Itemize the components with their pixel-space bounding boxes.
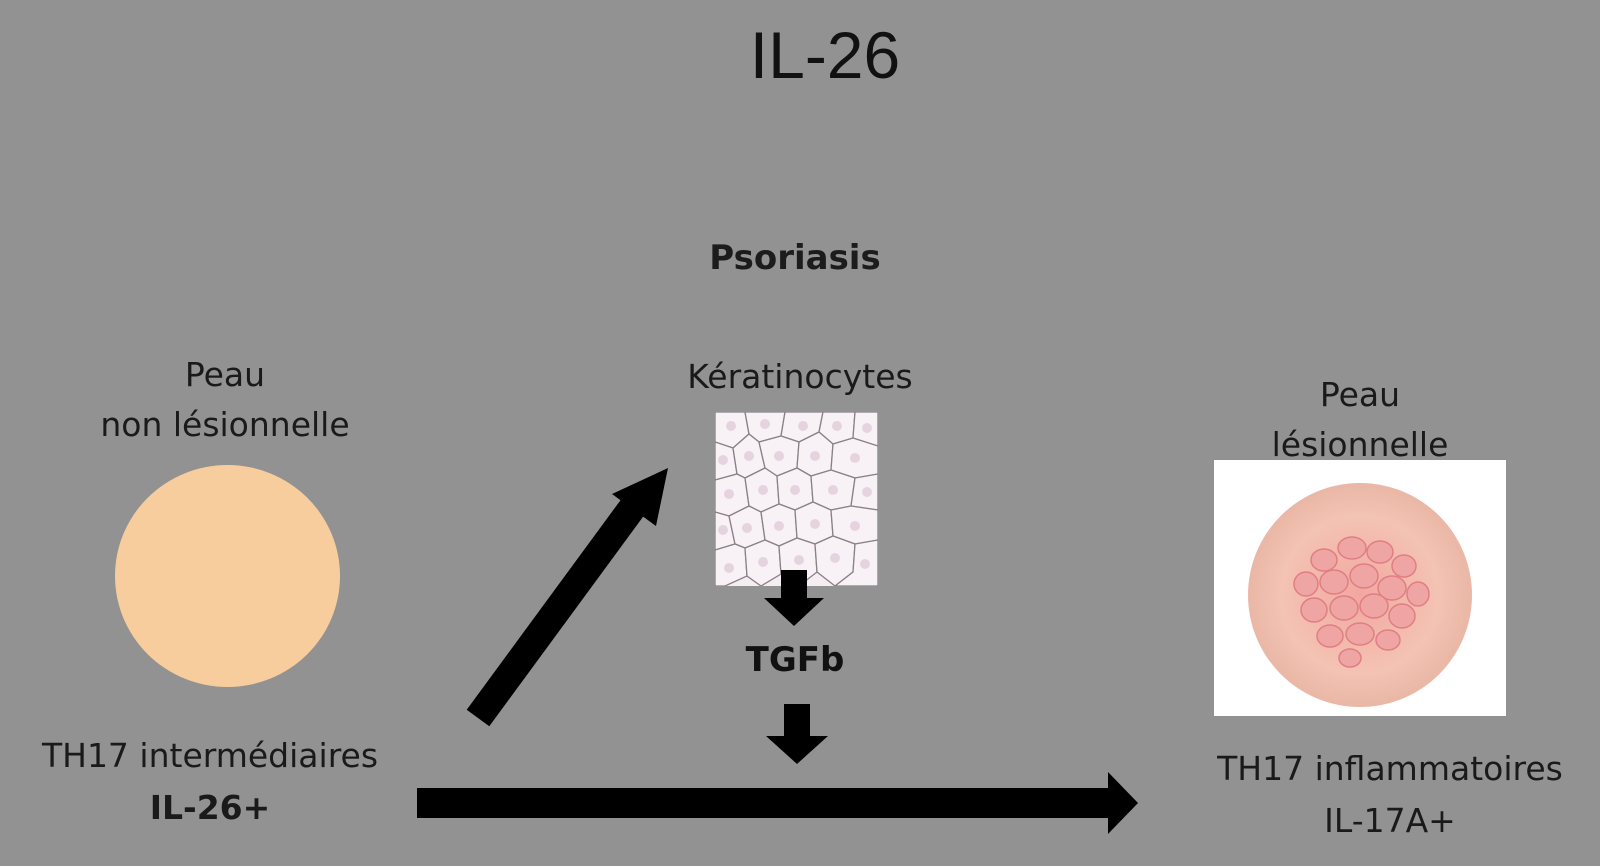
non-lesional-skin-label: Peau non lésionnelle xyxy=(60,350,390,450)
lesional-skin-icon xyxy=(1214,460,1506,716)
th17-inflammatory-line2: IL-17A+ xyxy=(1324,801,1456,840)
lesional-skin-label-line2: lésionnelle xyxy=(1271,425,1449,464)
arrow-icon-diagonal xyxy=(466,468,668,727)
skin-disc-icon xyxy=(115,465,340,687)
th17-inflammatory-line1: TH17 inflammatoires xyxy=(1217,749,1563,788)
th17-intermediate-line2: IL-26+ xyxy=(149,788,271,827)
lesional-skin-label: Peau lésionnelle xyxy=(1200,370,1520,470)
keratinocytes-icon xyxy=(715,412,878,586)
th17-inflammatory-label: TH17 inflammatoires IL-17A+ xyxy=(1180,743,1600,847)
non-lesional-skin-label-line1: Peau xyxy=(184,355,266,394)
th17-intermediate-label: TH17 intermédiaires IL-26+ xyxy=(10,730,410,834)
th17-intermediate-line1: TH17 intermédiaires xyxy=(41,736,379,775)
lesional-skin-label-line1: Peau xyxy=(1319,375,1401,414)
non-lesional-skin-label-line2: non lésionnelle xyxy=(100,405,350,444)
tgfb-label: TGFb xyxy=(745,640,845,680)
keratinocytes-cells-svg xyxy=(715,412,878,586)
keratinocytes-label: Kératinocytes xyxy=(687,357,913,396)
arrow-icon-down-1 xyxy=(764,570,824,626)
disease-label: Psoriasis xyxy=(709,238,881,278)
arrow-icon-horizontal xyxy=(417,772,1138,834)
diagram-title: IL-26 xyxy=(749,18,901,92)
lesional-skin-svg xyxy=(1248,483,1472,707)
arrow-icon-down-2 xyxy=(766,704,828,764)
